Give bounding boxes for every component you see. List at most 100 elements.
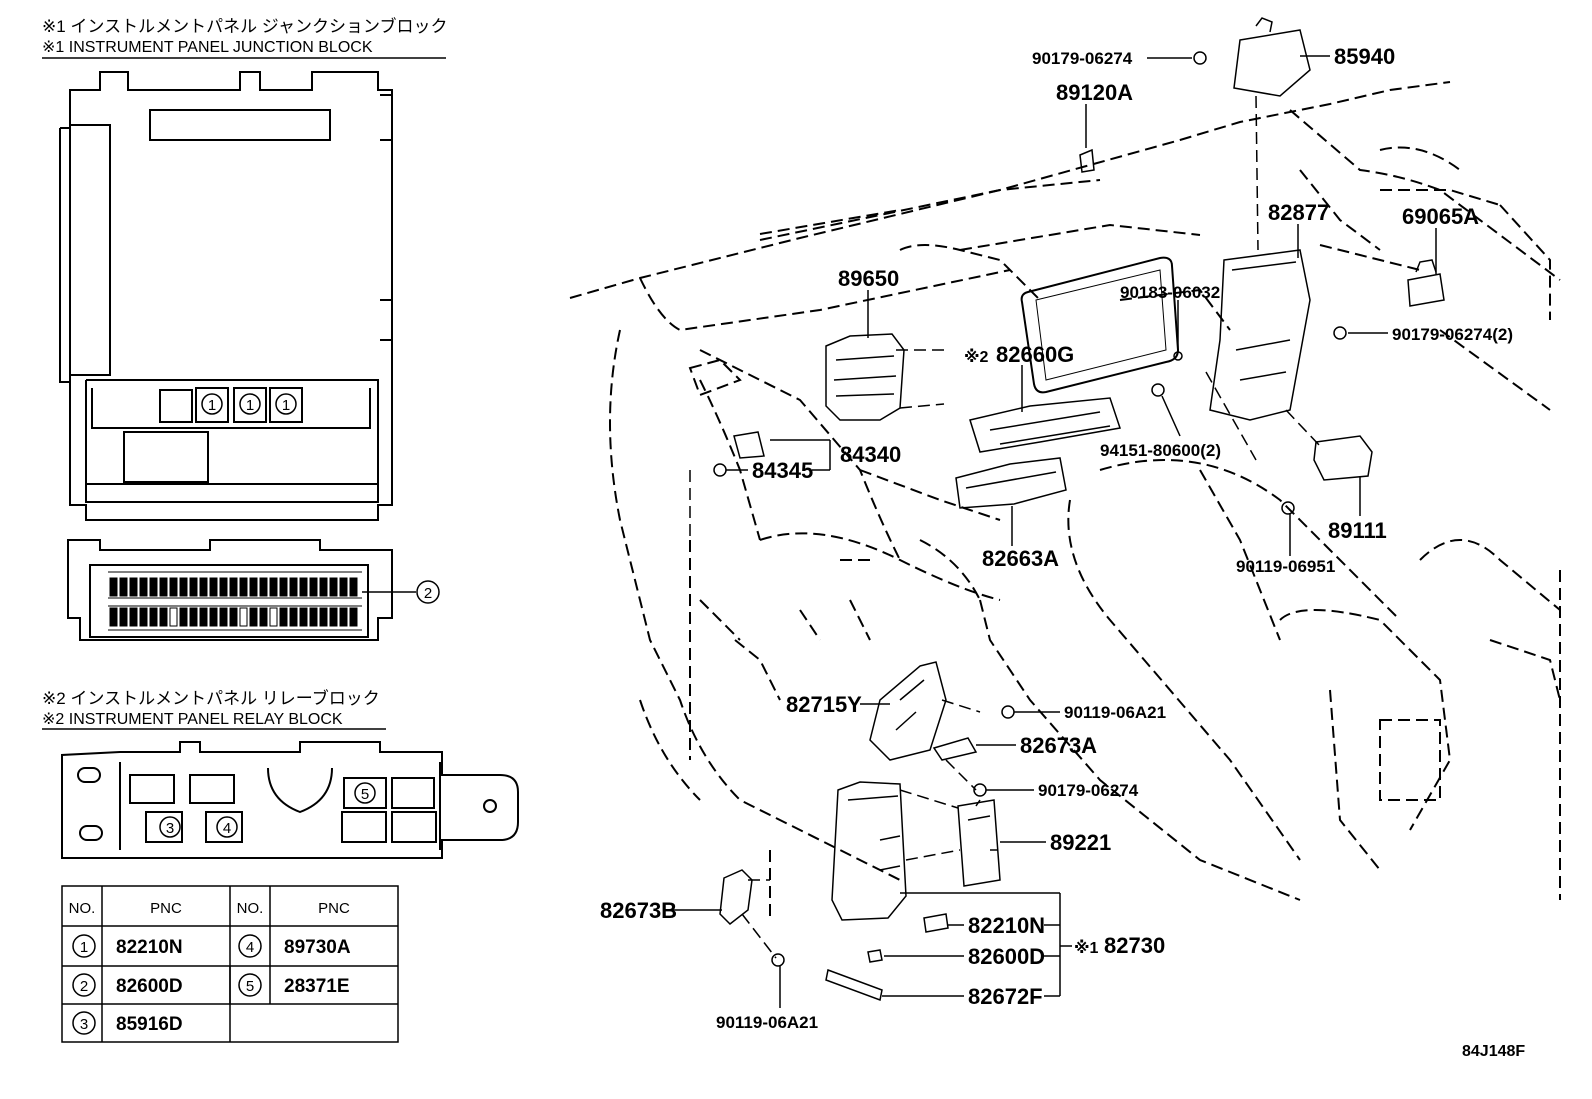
connector-pin: [339, 607, 348, 627]
table-cell-no2: 5: [246, 978, 254, 995]
connector-pin: [239, 577, 248, 597]
dashboard-illustration: 90179-06274 85940 89120A 82877 69065A 89…: [569, 17, 1561, 1060]
connector-pin: [149, 577, 158, 597]
part-label-82660G-note: ※2: [964, 348, 989, 366]
part-label-89111: 89111: [1328, 518, 1387, 543]
connector-pin: [259, 607, 268, 627]
part-labels: 90179-06274 85940 89120A 82877 69065A 89…: [600, 44, 1525, 1060]
callout-1b: 1: [246, 397, 254, 414]
callout-4: 4: [223, 820, 231, 837]
relay-block-title-jp: ※2 インストルメントパネル リレーブロック: [42, 688, 380, 708]
part-label-82663A: 82663A: [982, 546, 1059, 571]
connector-pin: [299, 577, 308, 597]
table-row: 1 82210N 4 89730A: [72, 934, 351, 958]
part-label-82715Y: 82715Y: [786, 692, 862, 717]
connector-pin: [159, 607, 168, 627]
part-label-82730-note: ※1: [1074, 939, 1099, 957]
connector-pin: [199, 607, 208, 627]
figure-code: 84J148F: [1462, 1043, 1525, 1060]
connector-pin: [249, 607, 258, 627]
connector-pin: [279, 607, 288, 627]
part-label-82210N: 82210N: [968, 913, 1045, 938]
part-label-90119-06A21-mid: 90119-06A21: [1064, 703, 1166, 722]
part-label-82673B: 82673B: [600, 898, 677, 923]
part-label-89120A: 89120A: [1056, 80, 1133, 105]
connector-pin: [299, 607, 308, 627]
connector-pin: [169, 577, 178, 597]
relay-block-section: ※2 インストルメントパネル リレーブロック ※2 INSTRUMENT PAN…: [42, 688, 519, 859]
connector-pin: [229, 607, 238, 627]
part-label-90119-06A21-bottom: 90119-06A21: [716, 1013, 818, 1032]
connector-pin: [149, 607, 158, 627]
connector-pin: [179, 577, 188, 597]
connector-pin: [129, 577, 138, 597]
connector-pin: [199, 577, 208, 597]
connector-pin: [129, 607, 138, 627]
callout-1c: 1: [282, 397, 290, 414]
part-label-89650: 89650: [838, 266, 899, 291]
table-cell-pnc: 82600D: [116, 976, 183, 997]
connector-pin: [229, 577, 238, 597]
part-label-90179-06274-top: 90179-06274: [1032, 49, 1133, 68]
table-cell-no2: 4: [246, 939, 254, 956]
callout-2: 2: [424, 585, 432, 602]
table-row: 2 82600D 5 28371E: [72, 973, 350, 997]
callout-5: 5: [361, 786, 369, 803]
connector-pin: [219, 577, 228, 597]
junction-block-section: ※1 インストルメントパネル ジャンクションブロック ※1 INSTRUMENT…: [42, 16, 447, 641]
table-cell-pnc: 82210N: [116, 937, 183, 958]
callout-1a: 1: [208, 397, 216, 414]
connector-pin: [329, 577, 338, 597]
connector-pin: [189, 607, 198, 627]
table-row: 3 85916D: [72, 1011, 183, 1035]
part-label-69065A: 69065A: [1402, 204, 1479, 229]
table-cell-no: 1: [80, 939, 88, 956]
connector-pin: [339, 577, 348, 597]
part-label-82672F: 82672F: [968, 984, 1043, 1009]
junction-block-illustration: [59, 71, 393, 521]
part-label-84345: 84345: [752, 458, 813, 483]
callout-1-group: 1 1 1: [201, 393, 297, 415]
connector-pin: [309, 607, 318, 627]
table-header-pnc2: PNC: [318, 900, 350, 917]
connector-pin: [319, 607, 328, 627]
display-screen-illustration: [1020, 256, 1180, 394]
table-cell-pnc2: 28371E: [284, 976, 350, 997]
pnc-table: NO. PNC NO. PNC 1 82210N 4 89730A 2 8260…: [61, 885, 399, 1043]
connector-pin: [319, 577, 328, 597]
connector-pin: [289, 577, 298, 597]
table-header-pnc: PNC: [150, 900, 182, 917]
connector-pin: [349, 607, 358, 627]
table-header-no: NO.: [69, 900, 96, 917]
relay-block-illustration: [61, 741, 519, 859]
connector-pin: [109, 607, 118, 627]
part-label-82600D: 82600D: [968, 944, 1045, 969]
part-label-82673A: 82673A: [1020, 733, 1097, 758]
junction-block-title-en: ※1 INSTRUMENT PANEL JUNCTION BLOCK: [42, 39, 373, 56]
connector-pin: [219, 607, 228, 627]
part-label-89221: 89221: [1050, 830, 1111, 855]
connector-pin: [209, 607, 218, 627]
connector-pin: [159, 577, 168, 597]
part-label-82660G: 82660G: [996, 342, 1074, 367]
connector-pin: [169, 607, 178, 627]
connector-pin: [139, 607, 148, 627]
connector-pin: [329, 607, 338, 627]
connector-pin: [279, 577, 288, 597]
connector-pin: [119, 607, 128, 627]
connector-pin: [309, 577, 318, 597]
connector-pin: [269, 607, 278, 627]
part-label-90179-06274-2: 90179-06274(2): [1392, 325, 1513, 344]
table-cell-pnc: 85916D: [116, 1014, 183, 1035]
callout-3: 3: [166, 820, 174, 837]
table-header-no2: NO.: [237, 900, 264, 917]
connector-pin: [109, 577, 118, 597]
part-label-82730: 82730: [1104, 933, 1165, 958]
table-cell-pnc2: 89730A: [284, 937, 351, 958]
connector-pin: [269, 577, 278, 597]
connector-pin: [119, 577, 128, 597]
part-label-84340: 84340: [840, 442, 901, 467]
connector-pin-grid: [109, 577, 358, 627]
connector-pin: [239, 607, 248, 627]
